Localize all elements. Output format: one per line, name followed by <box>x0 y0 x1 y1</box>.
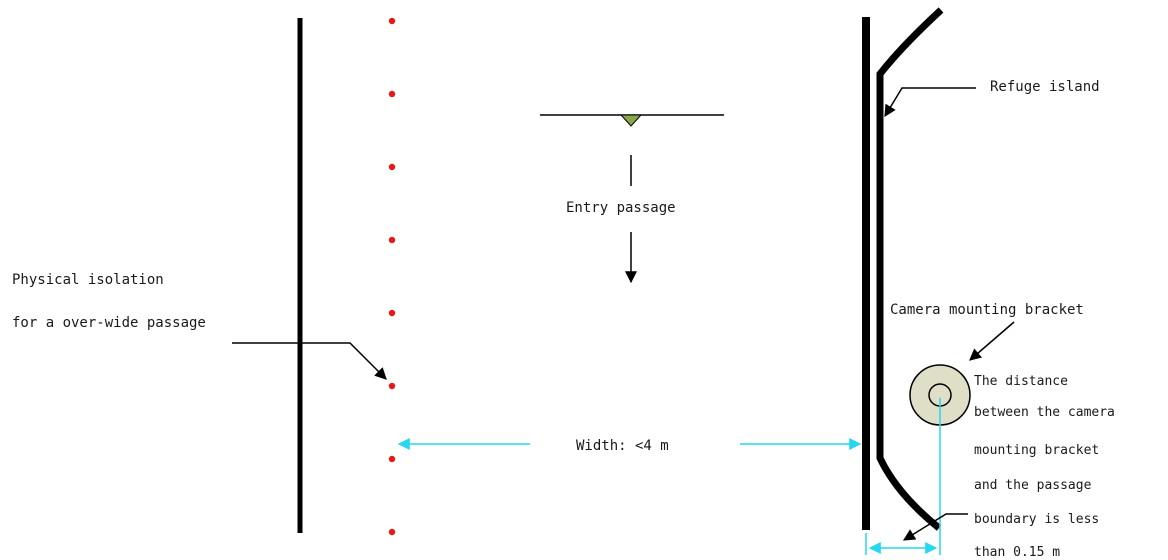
refuge-island-outline <box>876 7 944 531</box>
isolation-dot <box>388 382 396 390</box>
distance-note-line: than 0.15 m <box>974 545 1061 560</box>
width-label: Width: <4 m <box>576 438 669 454</box>
isolation-dot <box>388 528 396 536</box>
physical-isolation-label-line2: for a over-wide passage <box>12 315 206 331</box>
isolation-dot <box>388 163 396 171</box>
isolation-dot <box>388 309 396 317</box>
distance-note-line: between the camera <box>974 405 1115 420</box>
isolation-dot <box>388 17 396 25</box>
distance-note-line: The distance <box>974 374 1068 389</box>
refuge-island-leader <box>884 87 976 118</box>
isolation-dot <box>388 90 396 98</box>
distance-note-line: boundary is less <box>974 512 1100 527</box>
camera-bracket-label: Camera mounting bracket <box>890 302 1084 318</box>
entry-passage-label: Entry passage <box>566 200 676 216</box>
physical-isolation-label-line1: Physical isolation <box>12 272 164 288</box>
isolation-dot <box>388 455 396 463</box>
physical-isolation-leader <box>232 342 387 380</box>
distance-note-line: and the passage <box>974 478 1092 493</box>
camera-bracket-leader <box>969 321 1015 361</box>
refuge-island-label: Refuge island <box>990 79 1100 95</box>
physical-isolation-dots <box>388 17 396 536</box>
isolation-dot <box>388 236 396 244</box>
distance-note-leader <box>902 513 968 541</box>
distance-note-line: mounting bracket <box>974 443 1100 458</box>
entry-marker-triangle <box>619 114 643 127</box>
